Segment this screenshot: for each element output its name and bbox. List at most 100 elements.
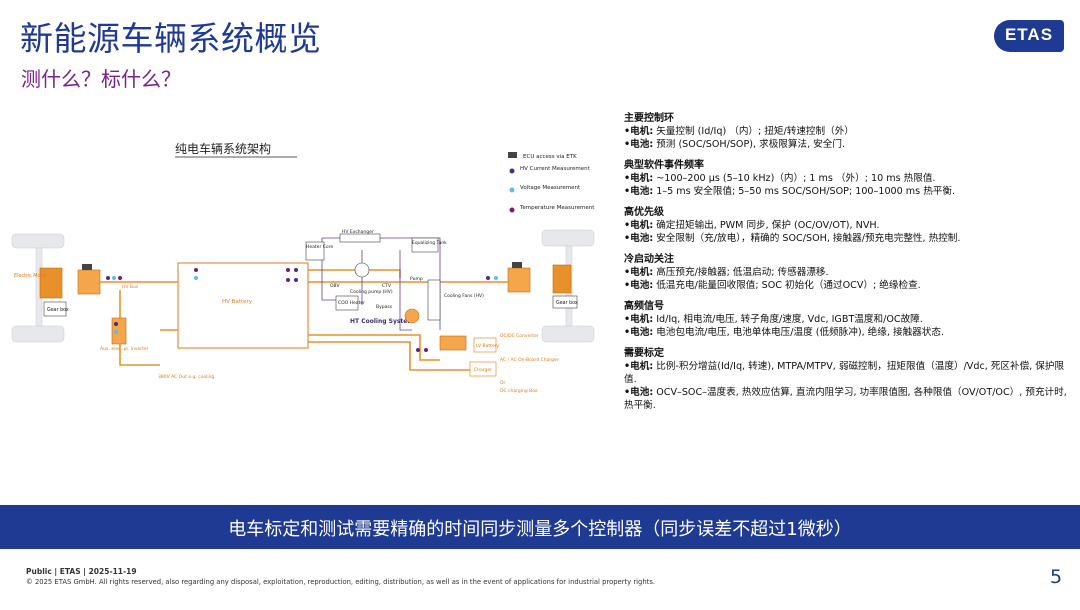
gear-box-right-label: Gear box xyxy=(556,300,578,306)
aux-inverter xyxy=(111,317,127,345)
battery-line: •电池: 预测 (SOC/SOH/SOP), 求极限算法, 安全门. xyxy=(624,138,1068,151)
pump-label: Pump xyxy=(410,276,423,282)
dc-charging-label: DC charging Box xyxy=(500,388,538,394)
line-label: •电池: xyxy=(624,186,654,197)
motor-line: •电机: ~100–200 μs (5–10 kHz)（内）; 1 ms （外）… xyxy=(624,172,1068,185)
battery-line: •电池: 安全限制（充/放电），精确的 SOC/SOH, 接触器/预充电完整性,… xyxy=(624,232,1068,245)
banner-text: 电车标定和测试需要精确的时间同步测量多个控制器（同步误差不超过1微秒） xyxy=(228,519,852,540)
line-label: •电池: xyxy=(624,139,654,150)
legend-temperature-label: Temperature Measurement xyxy=(519,205,595,211)
equalizing-tank xyxy=(411,237,439,253)
charger xyxy=(469,361,497,377)
slide-subtitle: 测什么？标什么？ xyxy=(21,67,181,91)
charger-label: Charger xyxy=(474,367,492,373)
line-text: Id/Iq, 相电流/电压, 转子角度/速度, Vdc, IGBT温度和/OC故… xyxy=(653,314,923,325)
coo-heater xyxy=(335,295,359,311)
section-high-priority: 高优先级 •电机: 确定扭矩输出, PWM 同步, 保护 (OC/OV/OT),… xyxy=(624,206,1068,245)
section-cold-start: 冷启动关注 •电机: 高压预充/接触器; 低温启动; 传感器漂移. •电池: 低… xyxy=(624,253,1068,292)
section-main-control-loops: 主要控制环 •电机: 矢量控制 (Id/Iq) （内）; 扭矩/转速控制（外） … xyxy=(624,112,1068,151)
equalizing-tank-label: Equalizing Tank xyxy=(412,240,447,246)
left-motor-block xyxy=(39,267,63,299)
gear-box-left xyxy=(43,301,67,317)
line-label: •电机: xyxy=(624,126,654,137)
hv-current-dot-icon xyxy=(509,168,515,174)
line-text: 高压预充/接触器; 低温启动; 传感器漂移. xyxy=(653,267,829,278)
battery-line: •电池: OCV–SOC–温度表, 热效应估算, 直流内阻学习, 功率限值图, … xyxy=(624,386,1068,412)
cooling-fans-label: Cooling Fans (HV) xyxy=(444,293,484,299)
bypass-label: Bypass xyxy=(376,304,393,310)
section-title: 需要标定 xyxy=(624,348,664,359)
legend-ecu-label: ECU access via ETK xyxy=(523,154,577,160)
line-text: 确定扭矩输出, PWM 同步, 保护 (OC/OV/OT), NVH. xyxy=(653,220,880,231)
ev-architecture-diagram: 纯电车辆系统架构 ECU access via ETK HV Current M… xyxy=(0,130,600,420)
line-label: •电池: xyxy=(624,280,654,291)
motor-line: •电机: Id/Iq, 相电流/电压, 转子角度/速度, Vdc, IGBT温度… xyxy=(624,313,1068,326)
ht-cooling-label: HT Cooling System xyxy=(350,318,414,325)
dcdc-label: DC/DC Converter xyxy=(500,333,539,339)
temperature-dot-icon xyxy=(509,207,515,213)
diagram-title: 纯电车辆系统架构 xyxy=(175,141,271,156)
section-title: 主要控制环 xyxy=(624,113,674,124)
lv-battery xyxy=(473,337,497,353)
motor-line: •电机: 确定扭矩输出, PWM 同步, 保护 (OC/OV/OT), NVH. xyxy=(624,219,1068,232)
left-inverter xyxy=(77,269,101,295)
line-text: 比例-积分增益(Id/Iq, 转速), MTPA/MTPV, 弱磁控制，扭矩限值… xyxy=(624,361,1065,385)
footer-copyright: © 2025 ETAS GmbH. All rights reserved, a… xyxy=(26,578,656,586)
line-label: •电机: xyxy=(624,314,654,325)
right-motor-block xyxy=(552,264,572,294)
footer-classification: Public | ETAS | 2025-11-19 xyxy=(26,567,137,576)
hv-exchanger xyxy=(339,233,381,243)
line-text: 1–5 ms 安全限值; 5–50 ms SOC/SOH/SOP; 100–10… xyxy=(653,186,956,197)
ctv-label: CTV xyxy=(382,283,392,289)
line-text: OCV–SOC–温度表, 热效应估算, 直流内阻学习, 功率限值图, 各种限值（… xyxy=(624,387,1067,411)
line-label: •电机: xyxy=(624,267,654,278)
motor-line: •电机: 矢量控制 (Id/Iq) （内）; 扭矩/转速控制（外） xyxy=(624,125,1068,138)
ecu-chip-icon xyxy=(508,152,517,158)
slide-title: 新能源车辆系统概览 xyxy=(20,19,322,58)
section-high-freq-signals: 高频信号 •电机: Id/Iq, 相电流/电压, 转子角度/速度, Vdc, I… xyxy=(624,300,1068,339)
or-label: Or xyxy=(500,380,506,386)
section-calibration-needs: 需要标定 •电机: 比例-积分增益(Id/Iq, 转速), MTPA/MTPV,… xyxy=(624,347,1068,412)
line-text: 安全限制（充/放电），精确的 SOC/SOH, 接触器/预充电完整性, 热控制. xyxy=(653,233,961,244)
page-number: 5 xyxy=(1050,566,1063,588)
key-message-banner: 电车标定和测试需要精确的时间同步测量多个控制器（同步误差不超过1微秒） xyxy=(0,505,1080,549)
hv-bus-label: HV Bus xyxy=(122,284,139,290)
logo-text: ETAS xyxy=(1004,25,1054,44)
info-panel: 主要控制环 •电机: 矢量控制 (Id/Iq) （内）; 扭矩/转速控制（外） … xyxy=(624,112,1068,420)
section-title: 典型软件事件频率 xyxy=(624,160,704,171)
etas-logo: ETAS xyxy=(994,20,1064,52)
measurement-dots xyxy=(106,268,498,352)
line-label: •电机: xyxy=(624,361,654,372)
voltage-dot-icon xyxy=(509,187,515,193)
right-inverter-ecu-icon xyxy=(512,262,522,268)
left-axle xyxy=(11,233,65,343)
line-text: 低温充电/能量回收限值; SOC 初始化（通过OCV）; 绝缘检查. xyxy=(653,280,921,291)
legend-current-label: HV Current Measurement xyxy=(520,166,591,172)
cooling-pump-icon xyxy=(354,262,370,278)
line-label: •电池: xyxy=(624,233,654,244)
line-label: •电机: xyxy=(624,220,654,231)
gear-box-right xyxy=(552,295,578,309)
motor-line: •电机: 高压预充/接触器; 低温启动; 传感器漂移. xyxy=(624,266,1068,279)
line-text: 电池包电流/电压, 电池单体电压/温度 (低频脉冲), 绝缘, 接触器状态. xyxy=(653,327,944,338)
cooling-fans xyxy=(427,279,441,321)
hv-exchanger-label: HV Exchanger xyxy=(342,229,374,235)
line-text: ~100–200 μs (5–10 kHz)（内）; 1 ms （外）; 10 … xyxy=(653,173,936,184)
right-inverter xyxy=(507,267,531,293)
line-text: 预测 (SOC/SOH/SOP), 求极限算法, 安全门. xyxy=(653,139,846,150)
pump-icon xyxy=(404,308,420,324)
coo-heater-label: COO Heater xyxy=(338,300,365,306)
ac-out-label: 380V AC Out e.g. cooling xyxy=(158,374,215,380)
aux-inverter-label: Aux. elec. pr. inverter xyxy=(100,346,149,352)
battery-line: •电池: 电池包电流/电压, 电池单体电压/温度 (低频脉冲), 绝缘, 接触器… xyxy=(624,326,1068,339)
cooling-pump-label: Cooling pump (HV) xyxy=(350,289,393,295)
dcdc-converter xyxy=(439,335,467,351)
hv-battery xyxy=(177,262,309,349)
motor-line: •电机: 比例-积分增益(Id/Iq, 转速), MTPA/MTPV, 弱磁控制… xyxy=(624,360,1068,386)
legend-voltage-label: Voltage Measurement xyxy=(520,185,581,191)
line-label: •电池: xyxy=(624,387,654,398)
heater-core xyxy=(305,241,325,261)
electric-motor-label: Electric Motor xyxy=(14,273,47,279)
battery-line: •电池: 低温充电/能量回收限值; SOC 初始化（通过OCV）; 绝缘检查. xyxy=(624,279,1068,292)
left-inverter-ecu-icon xyxy=(82,264,92,270)
